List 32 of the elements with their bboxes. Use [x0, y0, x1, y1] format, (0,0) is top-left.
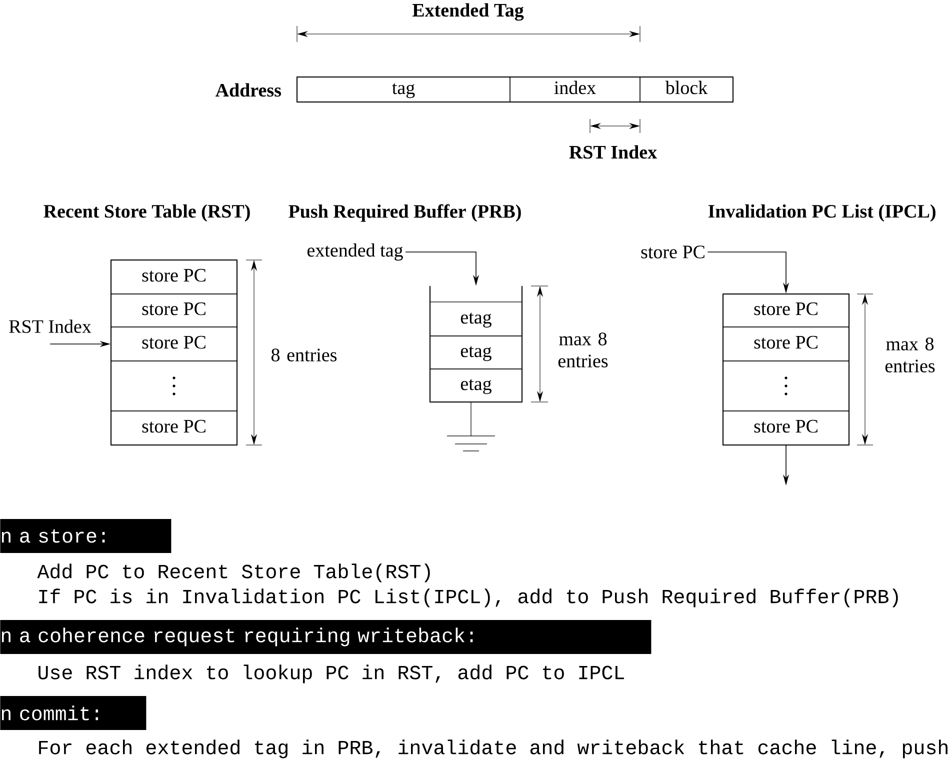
size-note: max 8 entries — [885, 338, 935, 372]
table-title: Invalidation PC List (IPCL) — [708, 204, 936, 222]
input-label: store PC — [641, 246, 704, 258]
dimension-label: RST Index — [569, 145, 657, 159]
text-line: Use RST index to lookup PC in RST, add PC to IPCL — [38, 664, 624, 684]
dimension-label: Extended Tag — [412, 3, 524, 21]
size-note: max 8 entries — [558, 332, 608, 368]
input-label: extended tag — [307, 243, 403, 261]
section-heading: n a store: — [0, 518, 172, 553]
section-heading: n a coherence request requiring writeback: — [0, 620, 652, 654]
table-cell: tag — [296, 76, 510, 102]
field-label: Address — [216, 83, 281, 97]
table-cell: etag — [430, 336, 522, 370]
text-line: Add PC to Recent Store Table(RST) — [37, 564, 430, 582]
table-cell: block — [640, 76, 734, 102]
table-cell: store PC — [722, 294, 850, 328]
size-note: 8 entries — [272, 348, 337, 362]
table-cell: etag — [430, 302, 522, 336]
input-label: RST Index — [9, 320, 92, 333]
table-cell: store PC — [110, 326, 238, 362]
table-cell: etag — [430, 368, 522, 402]
table-title: Push Required Buffer (PRB) — [288, 204, 521, 222]
table-cell: index — [510, 76, 640, 102]
table-cell: store PC — [722, 410, 850, 446]
table-cell: store PC — [110, 410, 238, 446]
text-line: For each extended tag in PRB, invalidate and writeback that cache line, push — [39, 740, 948, 758]
table-cell: store PC — [110, 260, 238, 294]
table-cell: store PC — [722, 326, 850, 362]
table-cell: store PC — [110, 294, 238, 328]
table-title: Recent Store Table (RST) — [44, 204, 250, 222]
text-line: If PC is in Invalidation PC List(IPCL), add to Push Required Buffer(PRB) — [39, 588, 898, 608]
section-heading: n commit: — [0, 696, 146, 730]
